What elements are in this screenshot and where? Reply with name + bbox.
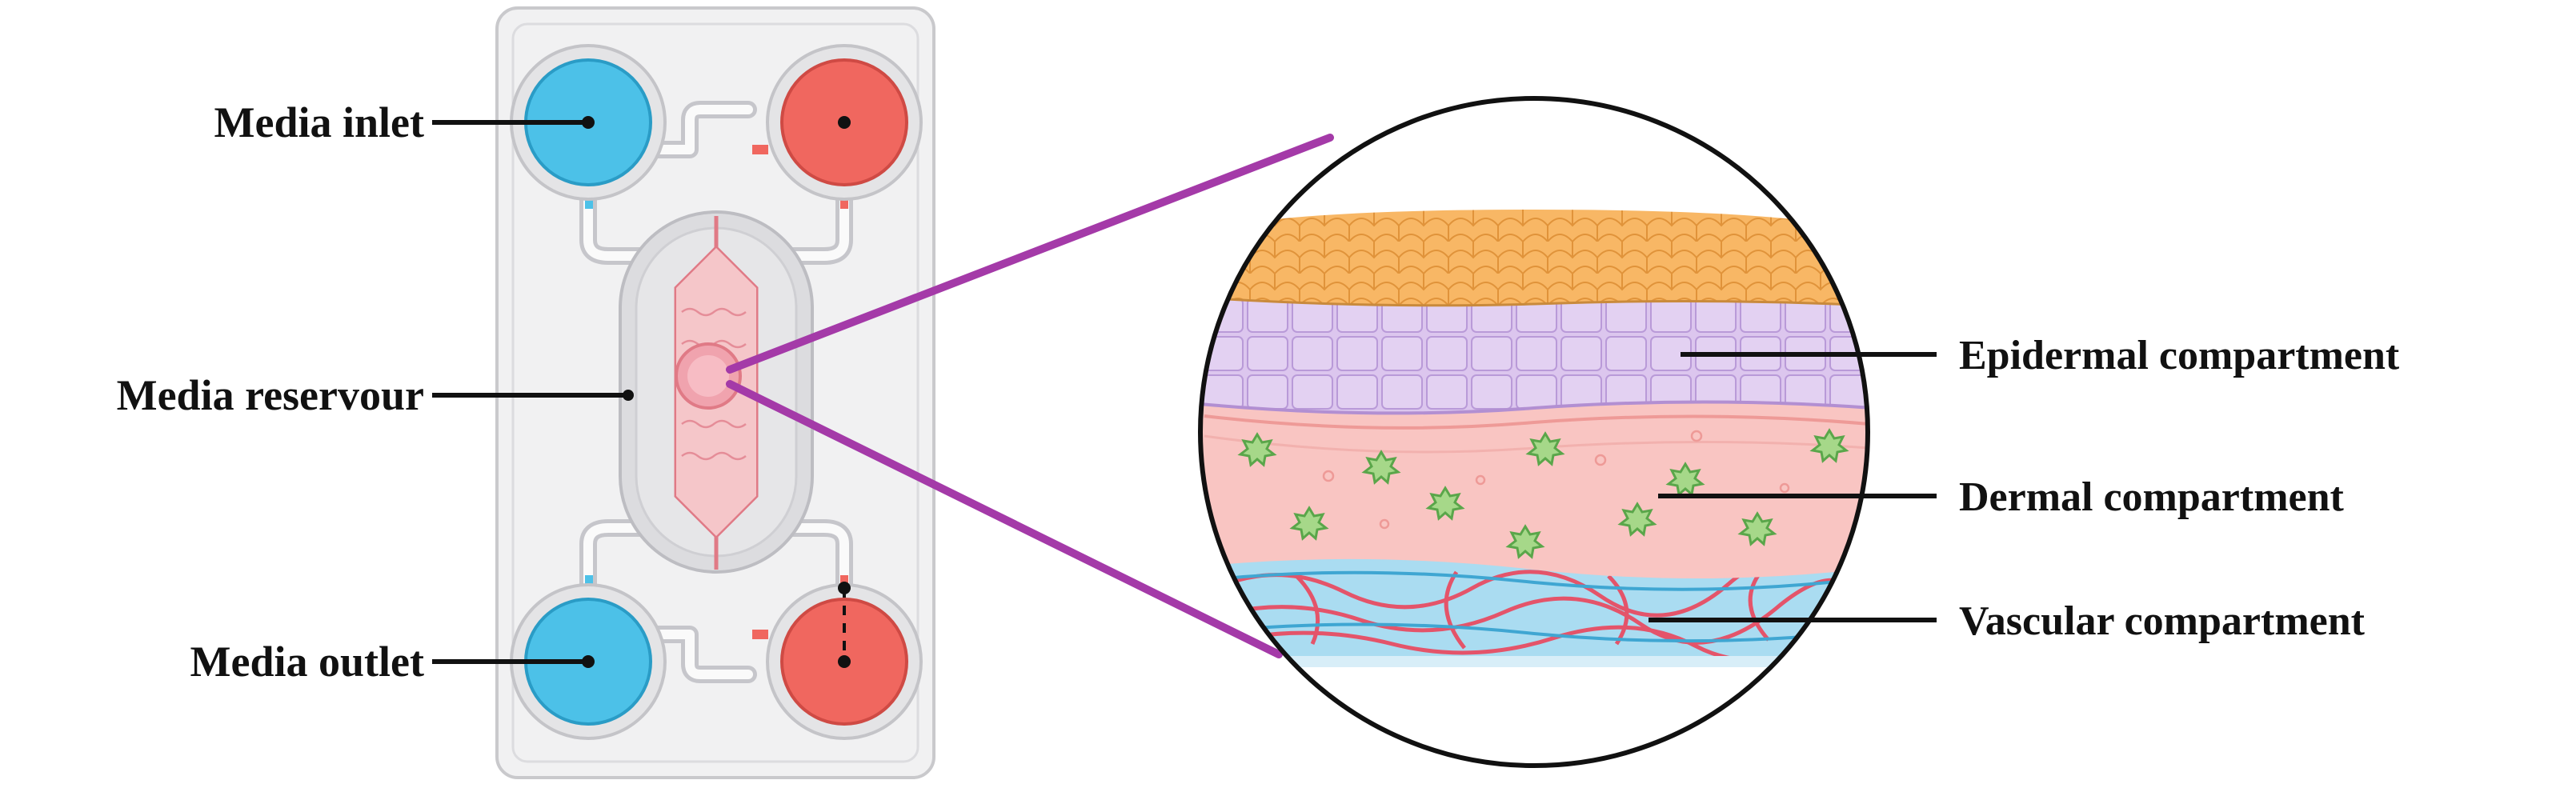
microchannels (579, 101, 853, 683)
vascular-label: Vascular compartment (1959, 598, 2366, 644)
media-reservoir-chamber (619, 210, 814, 574)
right-labels: Epidermal compartment Dermal compartment… (1649, 333, 2400, 644)
magnifier-circle (1198, 96, 1870, 768)
media-outlet-label: Media outlet (190, 638, 424, 686)
media-reservoir-label: Media reservour (117, 371, 424, 419)
dermal-label: Dermal compartment (1959, 474, 2345, 520)
top-right-well (766, 44, 923, 201)
left-labels: Media inlet Media reservour Media outlet (117, 98, 628, 686)
zoom-line-top (726, 134, 1334, 374)
bottom-right-well (766, 582, 923, 740)
media-inlet-label: Media inlet (214, 98, 424, 146)
zoom-line-bottom (726, 380, 1283, 658)
magnified-skin-section (1198, 96, 1870, 768)
vascular-layer (1200, 553, 1868, 664)
fibroblasts (1237, 428, 1849, 559)
epidermal-label: Epidermal compartment (1959, 333, 2400, 378)
epidermal-layer (1200, 296, 1868, 414)
stratum-corneum-layer (1200, 210, 1868, 306)
zoom-connector-lines (726, 134, 1334, 658)
